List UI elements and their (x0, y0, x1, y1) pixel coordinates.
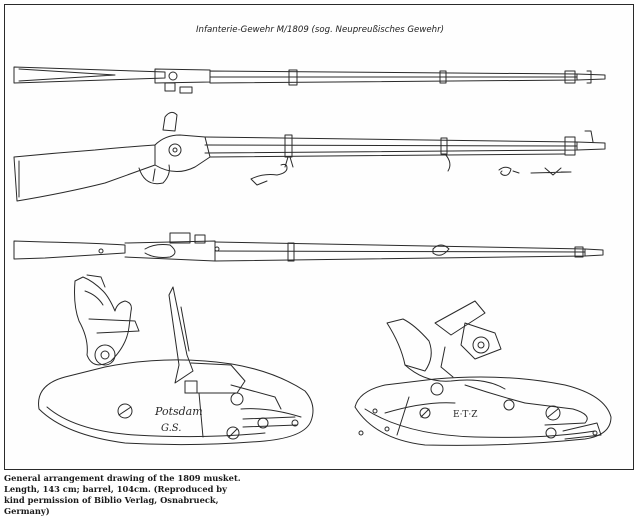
lockplate-engraving-potsdam: Potsdam (154, 405, 203, 418)
musket-drawings: Potsdam G.S. E·T·Z (13, 66, 612, 446)
lockplate-engraving-initials: G.S. (161, 423, 181, 434)
lock-outside-view (38, 274, 314, 446)
lockplate-marking: E·T·Z (453, 410, 478, 420)
lock-inside-view (354, 300, 612, 446)
musket-top-view (13, 66, 606, 94)
figure-caption: General arrangement drawing of the 1809 … (4, 473, 241, 516)
drawing-plate: Infanterie-Gewehr M/1809 (sog. Neupreußi… (4, 4, 634, 470)
plate-title: Infanterie-Gewehr M/1809 (sog. Neupreußi… (195, 25, 444, 35)
musket-side-view (13, 111, 606, 202)
musket-underside-view (13, 232, 604, 262)
